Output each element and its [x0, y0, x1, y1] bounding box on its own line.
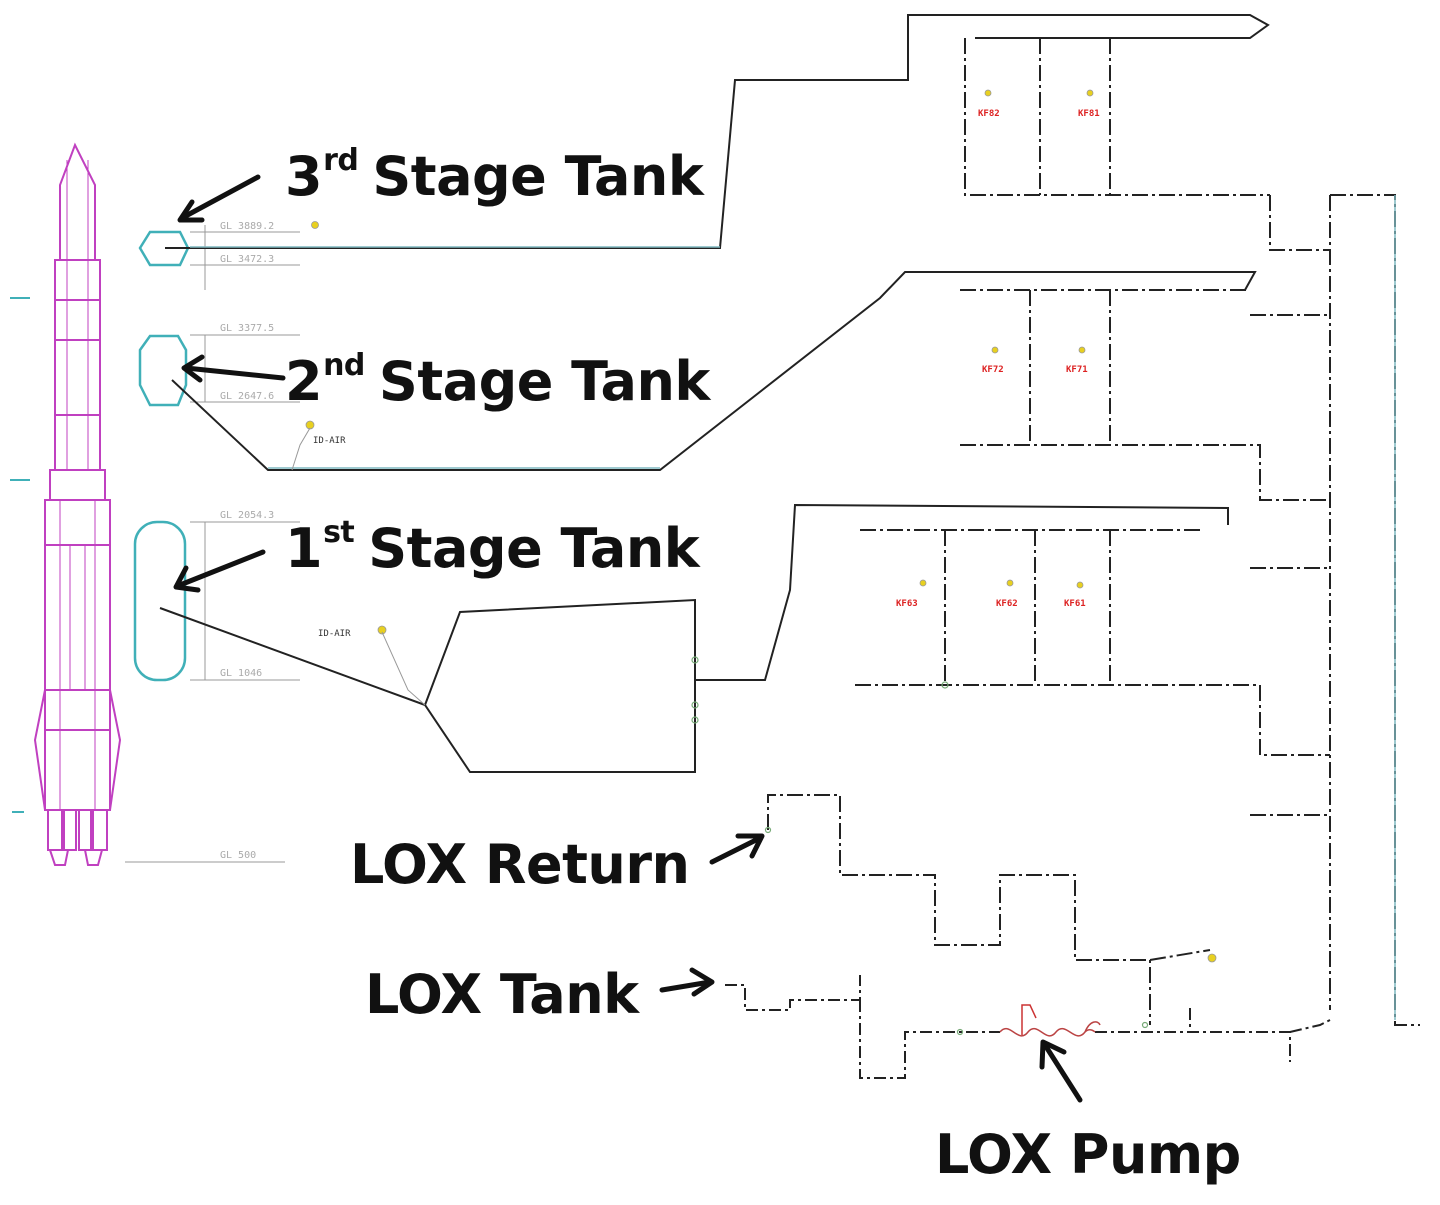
valve-markers	[305, 89, 1217, 963]
svg-text:KF62: KF62	[996, 599, 1018, 609]
arrow-stage1	[173, 549, 266, 593]
arrow-lox-tank	[659, 967, 715, 997]
svg-text:GL 2054.3: GL 2054.3	[220, 510, 274, 521]
lox-return-line	[767, 794, 1211, 1025]
feed-lines-light	[190, 246, 720, 469]
svg-text:KF71: KF71	[1066, 365, 1088, 375]
svg-text:GL 3889.2: GL 3889.2	[220, 221, 274, 232]
arrow-stage2	[181, 354, 286, 383]
pump-stub	[1021, 1004, 1037, 1035]
svg-text:GL 3472.3: GL 3472.3	[220, 254, 274, 265]
stage1-cluster	[855, 529, 1330, 816]
svg-text:KF72: KF72	[982, 365, 1004, 375]
svg-text:ID-AIR: ID-AIR	[318, 629, 351, 639]
svg-text:KF82: KF82	[978, 109, 1000, 119]
stage2-tank-outline	[138, 334, 188, 407]
main-riser	[1329, 194, 1420, 1026]
lox-pump-symbol	[999, 1028, 1096, 1037]
stage2-cluster	[960, 289, 1330, 501]
lox-tank-label: LOX Tank	[365, 963, 639, 1026]
arrow-lox-pump	[1039, 1039, 1083, 1103]
svg-text:GL 1046: GL 1046	[220, 668, 262, 679]
rocket-drawing	[33, 142, 122, 866]
rocket-ticks	[10, 297, 30, 813]
svg-text:KF81: KF81	[1078, 109, 1100, 119]
small-notes: ID-AIR ID-AIR	[313, 436, 351, 639]
dimension-lines	[125, 225, 300, 863]
stage1-tank-outline	[133, 520, 187, 682]
arrow-stage3	[177, 174, 261, 223]
svg-text:GL 2647.6: GL 2647.6	[220, 391, 274, 402]
junction-nodes	[691, 656, 1149, 1036]
svg-text:ID-AIR: ID-AIR	[313, 436, 346, 446]
tank-outlines	[133, 230, 190, 682]
svg-text:GL 500: GL 500	[220, 850, 256, 861]
valve-tags: KF82 KF81 KF72 KF71 KF63 KF62 KF61	[896, 109, 1100, 609]
callout-arrows	[173, 174, 1083, 1103]
arrow-lox-return	[709, 833, 765, 865]
stage3-cluster	[964, 38, 1330, 251]
lox-pump-label: LOX Pump	[935, 1123, 1241, 1186]
lox-tank-line	[725, 975, 1331, 1079]
ghost-annotations: GL 3889.2 GL 3472.3 GL 3377.5 GL 2647.6 …	[220, 221, 274, 861]
svg-text:KF61: KF61	[1064, 599, 1086, 609]
lox-return-label: LOX Return	[350, 833, 690, 896]
branch-lines	[291, 427, 426, 706]
svg-text:GL 3377.5: GL 3377.5	[220, 323, 274, 334]
svg-text:KF63: KF63	[896, 599, 918, 609]
